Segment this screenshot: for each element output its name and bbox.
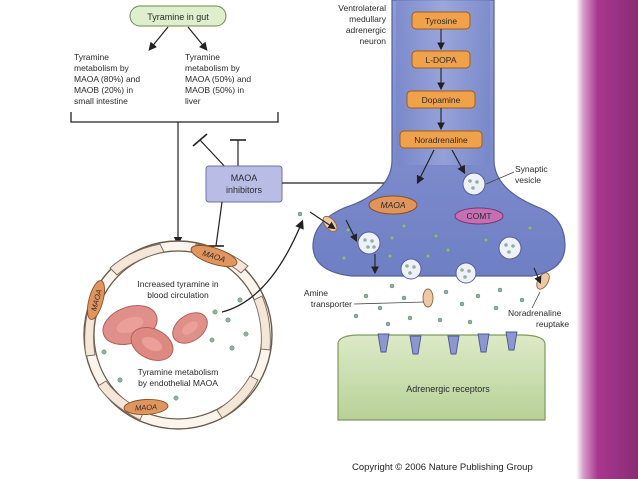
arrow-blood-to-neuron	[221, 219, 304, 313]
arrow-to-intestine	[148, 26, 169, 51]
liver-line-3: MAOA (50%) and	[185, 74, 251, 84]
gut-bracket	[70, 112, 279, 123]
receptor-3	[447, 335, 460, 355]
neuron-maoa: MAOA	[368, 195, 418, 215]
adrenergic-receptors-label: Adrenergic receptors	[406, 384, 490, 394]
vessel-maoa-left: MAOA	[87, 280, 105, 320]
receptor-5	[505, 331, 518, 351]
liver-line-4: MAOB (50%) in	[185, 85, 244, 95]
arrow-to-liver	[187, 26, 208, 51]
intestine-line-2: metabolism by	[74, 63, 130, 73]
amine-transporter-label-2: transporter	[311, 299, 352, 309]
neuron-caption-2: medullary	[349, 14, 387, 24]
reuptake-label-2: reuptake	[536, 319, 569, 329]
neuron-caption-3: adrenergic	[346, 25, 387, 35]
arrow-to-maoa	[416, 149, 435, 185]
vessel-text-bottom-1: Tyramine metabolism	[138, 367, 219, 377]
intestine-line-3: MAOA (80%) and	[74, 74, 140, 84]
tyramine-molecules-vessel	[101, 297, 249, 401]
amine-transporter-label-1: Amine	[304, 288, 328, 298]
neuron-caption: Ventrolateral medullary adrenergic neuro…	[338, 3, 386, 46]
vessel-maoa-bottom-label: MAOA	[135, 402, 158, 412]
vesicle-5	[498, 236, 522, 260]
synaptic-vesicles	[357, 172, 522, 284]
arrow-transporter-in	[309, 211, 336, 230]
neuron-maoa-label: MAOA	[380, 200, 405, 210]
neuron-comt: COMT	[454, 207, 504, 225]
synaptic-vesicle-label-2: vesicle	[515, 175, 541, 185]
vesicle-1	[462, 172, 486, 196]
red-blood-cells	[102, 305, 208, 361]
arrow-reuptake	[533, 267, 542, 285]
synaptic-cleft-molecules	[297, 211, 533, 327]
vesicle-2	[357, 231, 381, 255]
reuptake-leader-line	[531, 291, 541, 309]
blood-vessel: MAOA MAOA MAOA Increased tyramine in blo…	[83, 219, 304, 430]
gut-section: Tyramine in gut Tyramine metabolism by M…	[70, 5, 279, 246]
vessel-maoa-bottom: MAOA	[123, 398, 169, 416]
postsynaptic-cell: Adrenergic receptors	[337, 331, 546, 421]
pathway-dopamine: Dopamine	[406, 90, 476, 109]
inhibit-line-intestine	[199, 139, 229, 171]
vessel-text-bottom-2: by endothelial MAOA	[138, 378, 218, 388]
neuron: Ventrolateral medullary adrenergic neuro…	[304, 0, 569, 329]
pathway-ldopa-label: L-DOPA	[425, 55, 456, 65]
tyramine-in-gut-label: Tyramine in gut	[147, 12, 209, 22]
inhibit-line-vessel	[215, 201, 223, 247]
adrenergic-receptor-proteins	[377, 331, 518, 355]
intestine-line-1: Tyramine	[74, 52, 109, 62]
liver-metabolism-text: Tyramine metabolism by MAOA (50%) and MA…	[185, 52, 251, 106]
vesicle-4	[455, 262, 477, 284]
pathway-ldopa: L-DOPA	[411, 50, 471, 69]
intestine-metabolism-text: Tyramine metabolism by MAOA (80%) and MA…	[74, 52, 140, 106]
reuptake-label-1: Noradrenaline	[508, 308, 562, 318]
decorative-accent-band	[576, 0, 638, 479]
vessel-maoa-top: MAOA	[190, 244, 238, 268]
vesicle-3	[400, 258, 422, 280]
pathway-noradrenaline-label: Noradrenaline	[414, 135, 468, 145]
pathway-tyrosine: Tyrosine	[411, 11, 471, 30]
receptor-1	[377, 333, 390, 353]
neuron-caption-4: neuron	[360, 36, 387, 46]
maoa-inhibitors-box	[205, 165, 283, 203]
liver-line-5: liver	[185, 96, 201, 106]
receptor-2	[409, 335, 422, 355]
vessel-text-top-2: blood circulation	[147, 290, 209, 300]
synaptic-vesicle-label-1: Synaptic	[515, 164, 548, 174]
pathway-tyrosine-label: Tyrosine	[425, 16, 457, 26]
inhibit-bar-intestine	[192, 133, 208, 147]
neuron-comt-label: COMT	[466, 211, 491, 221]
receptor-4	[477, 333, 490, 353]
tyramine-in-gut-box	[129, 5, 227, 27]
intestine-line-5: small intestine	[74, 96, 128, 106]
pathway-dopamine-label: Dopamine	[422, 95, 461, 105]
neuron-caption-1: Ventrolateral	[338, 3, 386, 13]
inhibitors-label-1: MAOA	[231, 173, 258, 183]
transporter-leader-line	[353, 301, 425, 305]
transporter-2	[422, 288, 434, 308]
arrow-to-vesicle	[451, 149, 466, 175]
inhibitors-label-2: inhibitors	[226, 185, 263, 195]
copyright-text: Copyright © 2006 Nature Publishing Group	[352, 462, 533, 473]
pathway-noradrenaline: Noradrenaline	[399, 130, 483, 149]
intestine-line-4: MAOB (20%) in	[74, 85, 133, 95]
vessel-text-top-1: Increased tyramine in	[137, 279, 219, 289]
liver-line-1: Tyramine	[185, 52, 220, 62]
vesicle-leader-line	[485, 171, 515, 185]
receptor-cell-body	[337, 334, 546, 421]
arrow-to-vesicle-2	[345, 219, 357, 242]
liver-line-2: metabolism by	[185, 63, 241, 73]
